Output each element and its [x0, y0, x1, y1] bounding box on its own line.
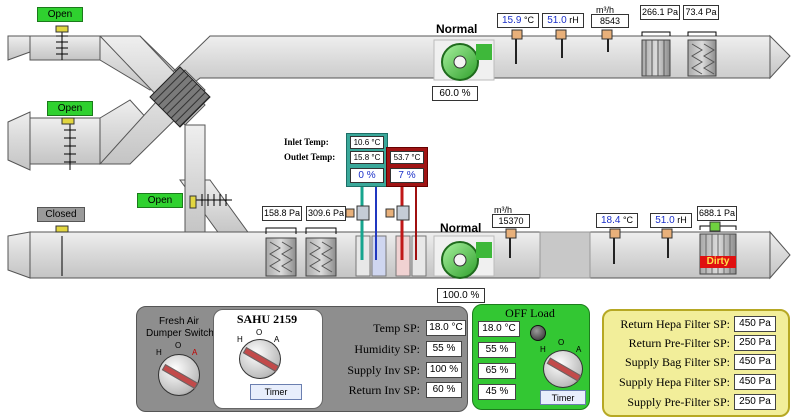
supply-bag-sp-label: Supply Bag Filter SP:	[624, 355, 730, 369]
fresh-switch-pointer	[161, 363, 199, 390]
cool-outlet-temp: 15.8 °C	[350, 151, 384, 164]
heat-valve-value: 7 %	[390, 168, 424, 183]
supply-prefilter-sp-label: Supply Pre-Filter SP:	[627, 395, 730, 409]
load-pos-h: H	[540, 345, 546, 354]
inlet-temp-label: Inlet Temp:	[284, 137, 329, 147]
exhaust-fan-speed: 60.0 %	[432, 86, 478, 101]
return-prefilter-sp-value[interactable]: 250 Pa	[734, 335, 776, 351]
load-mode-knob[interactable]	[543, 350, 583, 388]
return-prefilter-sp-label: Return Pre-Filter SP:	[628, 336, 730, 350]
fresh-switch-pos-o: O	[175, 341, 182, 350]
cool-inlet-temp: 10.6 °C	[350, 136, 384, 149]
fresh-air-switch-knob[interactable]	[158, 354, 200, 396]
sahu-pos-a: A	[274, 335, 280, 344]
exhaust-filter1-dp: 266.1 Pa	[640, 5, 680, 20]
supply-prefilter-dp: 158.8 Pa	[262, 206, 302, 221]
load-humidity-value: 55 %	[478, 342, 516, 358]
supply-fan-status: Normal	[440, 221, 482, 235]
sahu-mode-knob[interactable]	[239, 339, 281, 379]
supply-hepa-sp-label: Supply Hepa Filter SP:	[618, 375, 730, 389]
sahu-timer-button[interactable]: Timer	[250, 384, 302, 400]
load-supply-inv-value: 65 %	[478, 363, 516, 379]
exhaust-flow-unit: m³/h	[596, 5, 614, 15]
damper-status-bottom: Closed	[37, 207, 85, 222]
supply-hepa-status: Dirty	[700, 256, 736, 268]
supply-hepa-dp: 688.1 Pa	[697, 206, 737, 221]
supply-temp-value: 18.4	[600, 215, 621, 226]
supply-inv-sp-label: Supply Inv SP:	[347, 363, 420, 377]
sahu-pos-o: O	[256, 328, 263, 337]
fresh-switch-pos-h: H	[156, 348, 162, 357]
damper-status-exhaust-mid: Open	[47, 101, 93, 116]
fresh-switch-pos-a: A	[192, 348, 198, 357]
sahu-knob-pointer	[242, 346, 280, 373]
humidity-sp-label: Humidity SP:	[354, 342, 420, 356]
exhaust-temp-unit: °C	[523, 15, 535, 25]
supply-humidity-readout: 51.0 rH	[650, 213, 692, 228]
supply-prefilter-sp-value[interactable]: 250 Pa	[734, 394, 776, 410]
load-pos-o: O	[558, 338, 565, 347]
sahu-pos-h: H	[237, 335, 243, 344]
return-inv-sp-value[interactable]: 60 %	[426, 382, 462, 398]
supply-fan-speed: 100.0 %	[437, 288, 485, 303]
supply-temp-unit: °C	[622, 215, 634, 225]
cool-valve-value: 0 %	[350, 168, 384, 183]
damper-status-fresh-top: Open	[37, 7, 83, 22]
load-indicator-lamp	[530, 325, 546, 341]
supply-hepa-sp-value[interactable]: 450 Pa	[734, 374, 776, 390]
humidity-sp-value[interactable]: 55 %	[426, 341, 462, 357]
exhaust-humidity-readout: 51.0 rH	[542, 13, 584, 28]
exhaust-fan-status: Normal	[436, 22, 478, 36]
load-return-inv-value: 45 %	[478, 384, 516, 400]
damper-status-return: Open	[137, 193, 183, 208]
exhaust-filter2-dp: 73.4 Pa	[683, 5, 719, 20]
load-temp-value: 18.0 °C	[478, 321, 520, 337]
exhaust-humidity-value: 51.0	[547, 15, 567, 26]
supply-bag-sp-value[interactable]: 450 Pa	[734, 354, 776, 370]
supply-humidity-unit: rH	[677, 215, 687, 225]
heat-outlet-temp: 53.7 °C	[390, 151, 424, 164]
load-pos-a: A	[576, 345, 582, 354]
supply-bagfilter-dp: 309.6 Pa	[306, 206, 346, 221]
exhaust-temp-value: 15.9	[501, 15, 522, 26]
load-timer-button[interactable]: Timer	[540, 390, 586, 405]
supply-humidity-value: 51.0	[655, 215, 675, 226]
outlet-temp-label: Outlet Temp:	[284, 152, 336, 162]
sahu-title: SAHU 2159	[236, 312, 298, 326]
supply-flow-unit: m³/h	[494, 205, 512, 215]
supply-temp-readout: 18.4 °C	[596, 213, 638, 228]
return-hepa-sp-label: Return Hepa Filter SP:	[620, 317, 730, 331]
supply-flow-value: 15370	[492, 214, 530, 228]
exhaust-flow-value: 8543	[591, 14, 629, 28]
load-knob-pointer	[546, 357, 582, 382]
load-title: OFF Load	[505, 306, 555, 320]
temp-sp-label: Temp SP:	[373, 321, 420, 335]
exhaust-temp-readout: 15.9 °C	[497, 13, 539, 28]
return-inv-sp-label: Return Inv SP:	[348, 383, 420, 397]
exhaust-humidity-unit: rH	[569, 15, 579, 25]
supply-inv-sp-value[interactable]: 100 %	[426, 362, 462, 378]
fresh-air-switch-title: Fresh Air Dumper Switch	[146, 316, 214, 339]
return-hepa-sp-value[interactable]: 450 Pa	[734, 316, 776, 332]
temp-sp-value[interactable]: 18.0 °C	[426, 320, 466, 336]
